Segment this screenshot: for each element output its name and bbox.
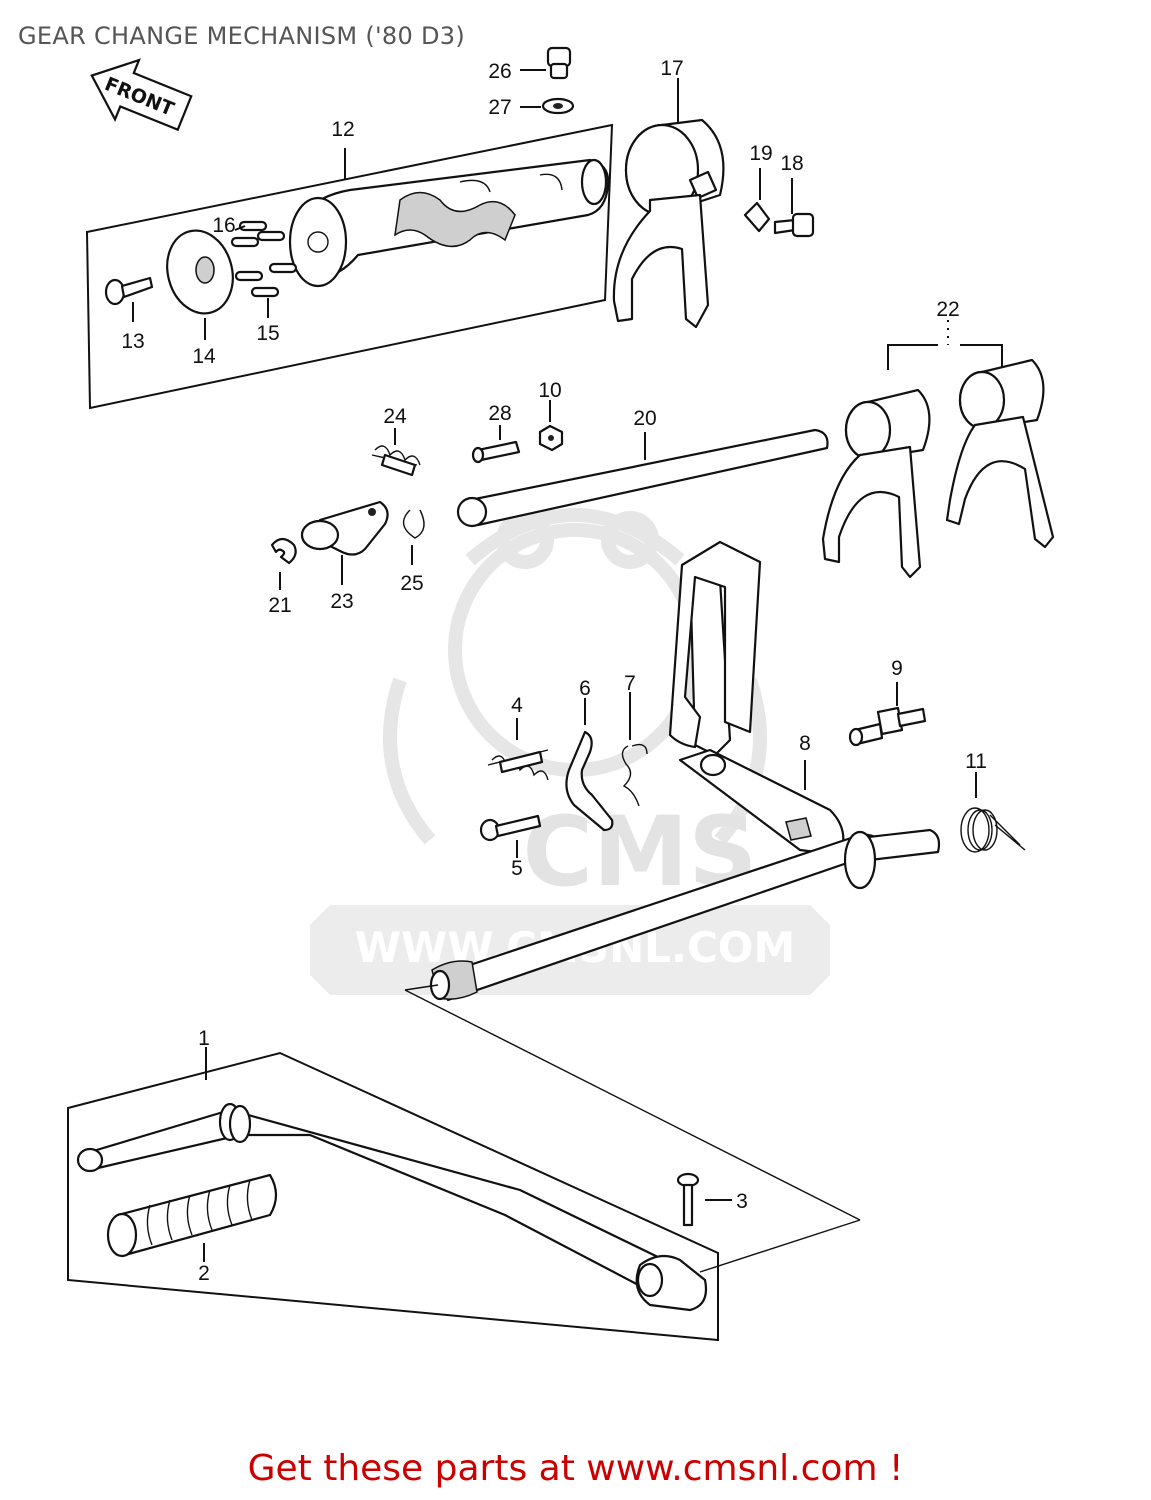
callout-28: 28 [488, 402, 511, 425]
callout-5: 5 [511, 857, 523, 880]
callout-2: 2 [198, 1262, 210, 1285]
callout-15: 15 [256, 322, 279, 345]
parts-diagram: CMS WWW.CMSNL.COM FRONT [67, 46, 1055, 1342]
callout-3: 3 [736, 1190, 748, 1213]
callout-18: 18 [780, 152, 803, 175]
callout-8: 8 [799, 732, 811, 755]
callout-7: 7 [624, 672, 636, 695]
callout-22: 22 [936, 298, 959, 321]
callout-4: 4 [511, 694, 523, 717]
callout-21: 21 [268, 594, 291, 617]
callout-20: 20 [633, 407, 656, 430]
footer-shop-link[interactable]: Get these parts at www.cmsnl.com ! [247, 1448, 904, 1489]
callout-24: 24 [383, 405, 407, 428]
front-arrow-icon: FRONT [90, 58, 193, 132]
callout-23: 23 [330, 590, 353, 613]
callout-13: 13 [121, 330, 144, 353]
callout-25: 25 [400, 572, 423, 595]
callout-9: 9 [891, 657, 903, 680]
callout-12: 12 [331, 118, 354, 141]
callout-17: 17 [660, 57, 683, 80]
callout-27: 27 [488, 96, 511, 119]
callout-6: 6 [579, 677, 591, 700]
diagram-title: GEAR CHANGE MECHANISM ('80 D3) [18, 22, 465, 50]
callout-19: 19 [749, 142, 772, 165]
callout-10: 10 [538, 379, 561, 402]
callout-26: 26 [488, 60, 511, 83]
callout-16: 16 [212, 214, 235, 237]
callout-1: 1 [198, 1027, 210, 1050]
callout-11: 11 [965, 750, 987, 773]
callout-layer: 1 2 3 4 5 6 7 8 9 10 11 12 13 14 15 16 1… [121, 57, 987, 1285]
callout-14: 14 [192, 345, 216, 368]
